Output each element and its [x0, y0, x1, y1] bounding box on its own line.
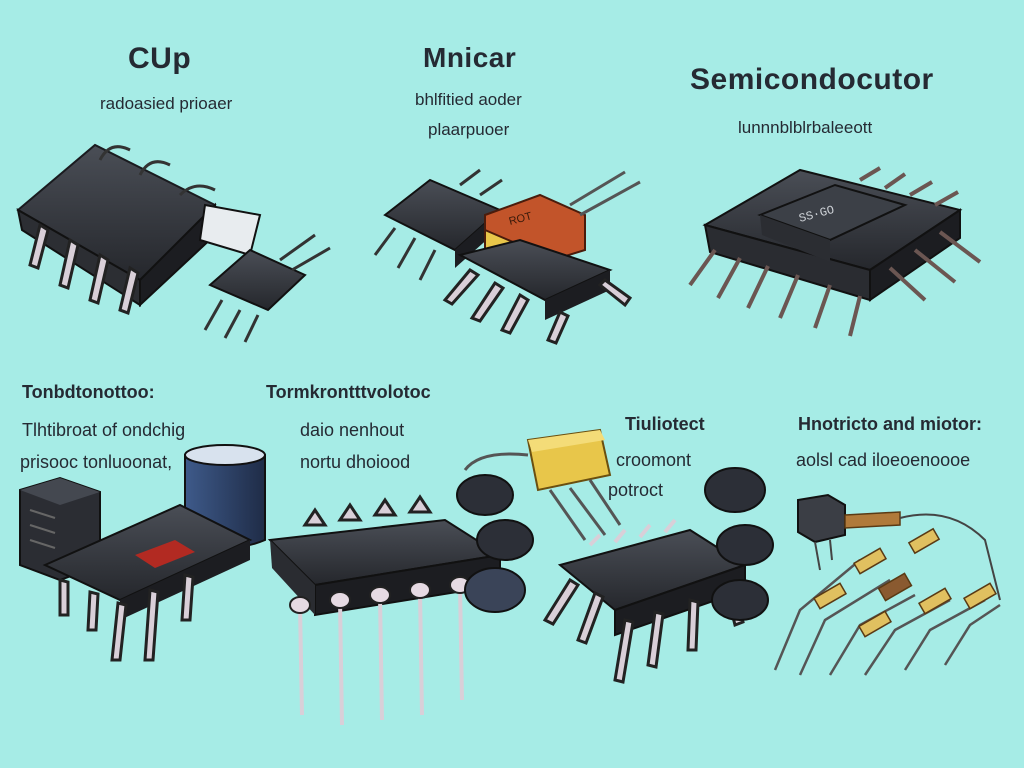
bm-subtitle-1: daio nenhout [300, 420, 405, 440]
minicar-chip-lower [442, 238, 633, 345]
semiconductor-chip: SS·GO [688, 166, 982, 337]
bm-title: Tormkrontttvolotoc [266, 382, 431, 402]
semiconductor-title: Semicondocutor [690, 63, 934, 96]
motor-module [797, 493, 1001, 601]
br1-subtitle-2: potroct [608, 480, 664, 500]
bm-dip-chip [267, 494, 503, 726]
br2-subtitle: aolsl cad iloeoenoooe [796, 450, 971, 470]
resistors [773, 527, 1001, 676]
bm-subtitle-2: nortu dhoiood [300, 452, 411, 472]
bl-title: Tonbdtonottoo: [22, 382, 155, 402]
br-dip-chip [542, 518, 748, 684]
yellow-capacitor [463, 428, 622, 541]
cup-chip-large [16, 143, 262, 315]
minicar-title: Mnicar [423, 42, 517, 73]
minicar-subtitle-2: plaarpuoer [428, 120, 510, 139]
bm-round-cylinders [456, 474, 534, 613]
bl-subtitle-2: prisooc tonluoonat, [20, 452, 173, 472]
cup-chip-small [203, 233, 331, 343]
br-cylinders [704, 467, 774, 621]
br1-subtitle-1: croomont [616, 450, 692, 470]
bl-chip [42, 503, 253, 662]
cup-title: CUp [128, 42, 192, 75]
br1-title: Tiuliotect [625, 414, 705, 434]
semiconductor-subtitle: lunnnblblrbaleeott [738, 118, 873, 137]
cup-subtitle: radoasied prioaer [100, 94, 233, 113]
bl-subtitle-1: Tlhtibroat of ondchig [22, 420, 186, 440]
br2-title: Hnotricto and miotor: [798, 414, 982, 434]
minicar-subtitle-1: bhlfitied aoder [415, 90, 522, 109]
svg-text:ROT: ROT [508, 210, 534, 228]
